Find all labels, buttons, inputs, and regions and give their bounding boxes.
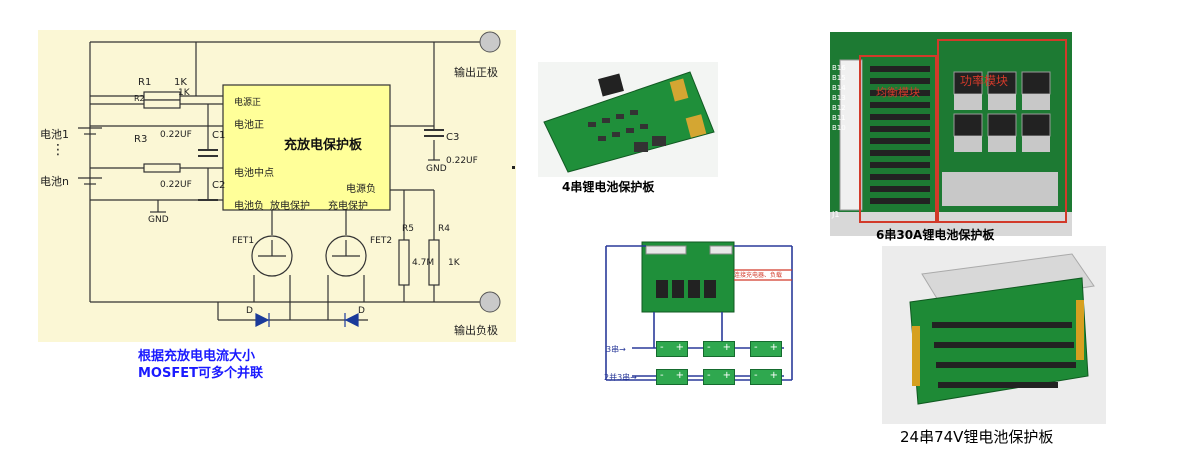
ic-pin-bat-mid: 电池中点 [234, 168, 274, 179]
ic-pin-bat-neg: 电池负 [234, 201, 264, 212]
cell-row1-3: - + [750, 341, 782, 357]
r2-label: R2 [134, 94, 145, 103]
mosfet-note: 根据充放电电流大小 MOSFET可多个并联 [138, 348, 263, 382]
pin-b11: B11 [832, 114, 846, 122]
pin-b14: B14 [832, 84, 846, 92]
wiring-3s-label: 3串→ [606, 345, 626, 354]
wiring-load-note: 连接充电器、负载 [734, 272, 783, 279]
protection-ic-box [222, 84, 391, 211]
ic-title: 充放电保护板 [284, 138, 363, 153]
battery-ellipsis: ⋮ [51, 142, 65, 158]
cell-plus: + [675, 342, 684, 353]
c3-value: 0.22UF [446, 156, 478, 166]
c2-value: 0.22UF [160, 180, 192, 190]
board-24s-photo [882, 246, 1106, 424]
schematic-wiring [78, 31, 501, 327]
cell-minus: - [707, 342, 711, 353]
output-positive-label: 输出正极 [454, 66, 498, 79]
wiring-2p3s-label: 2并3串→ [604, 373, 637, 382]
balance-module-label: 均衡模块 [876, 86, 920, 99]
cell-plus: + [769, 370, 778, 381]
diode-1-label: D [246, 306, 253, 316]
mosfet-note-line1: 根据充放电电流大小 [138, 349, 256, 364]
pin-b10: B10 [832, 124, 846, 132]
power-module-label: 功率模块 [960, 74, 1009, 88]
pin-b15: B15 [832, 74, 846, 82]
separator-dot [512, 166, 515, 169]
cell-minus: - [754, 342, 758, 353]
fet2-label: FET2 [370, 236, 393, 246]
cell-minus: - [660, 342, 664, 353]
battery-1-label: 电池1 [40, 128, 69, 141]
cell-plus: + [722, 370, 731, 381]
cell-plus: + [722, 342, 731, 353]
c1-label: C1 [212, 130, 226, 141]
ic-pin-vcc: 电源正 [234, 98, 262, 108]
gnd-left-label: GND [148, 215, 169, 225]
r1-value: 1K [174, 77, 187, 88]
cell-row2-1: - + [656, 369, 688, 385]
cell-plus: + [769, 342, 778, 353]
cell-row2-3: - + [750, 369, 782, 385]
pin-b16: B16 [832, 64, 846, 72]
cell-minus: - [707, 370, 711, 381]
c1-value: 0.22UF [160, 130, 192, 140]
r5-label: R5 [402, 224, 414, 234]
board-4s-caption: 4串锂电池保护板 [562, 180, 655, 194]
mosfet-note-line2: MOSFET可多个并联 [138, 366, 263, 381]
battery-n-label: 电池n [40, 175, 69, 188]
cell-row2-2: - + [703, 369, 735, 385]
r3-label: R3 [134, 134, 148, 145]
gnd-right-label: GND [426, 164, 447, 174]
r5-value: 4.7M [412, 258, 435, 268]
cell-minus: - [754, 370, 758, 381]
board-6s-photo: 均衡模块 功率模块 B16 B15 B14 B13 B12 B11 B10 J1 [830, 32, 1072, 236]
ic-pin-charge: 充电保护 [328, 201, 368, 212]
output-negative-label: 输出负极 [454, 324, 498, 337]
fet1-label: FET1 [232, 236, 255, 246]
r2-value: 1K [178, 88, 190, 98]
c3-label: C3 [446, 132, 460, 143]
r1-label: R1 [138, 77, 152, 88]
wiring-diagram: 3串→ 2并3串→ 连接充电器、负载 - + - + - + - + - + -… [602, 240, 796, 396]
corner-j1: J1 [832, 210, 840, 219]
board-24s-caption: 24串74V锂电池保护板 [900, 428, 1054, 446]
board-4s-photo [538, 62, 718, 177]
pin-b12: B12 [832, 104, 846, 112]
ic-pin-discharge: 放电保护 [270, 201, 310, 212]
r4-label: R4 [438, 224, 450, 234]
c2-label: C2 [212, 180, 226, 191]
cell-plus: + [675, 370, 684, 381]
ic-pin-power-neg: 电源负 [346, 184, 376, 195]
cell-row1-2: - + [703, 341, 735, 357]
protection-board-schematic: 输出正极 输出负极 电池1 ⋮ 电池n R1 1K R2 1K R3 C1 0.… [38, 30, 516, 342]
cell-row1-1: - + [656, 341, 688, 357]
cell-minus: - [660, 370, 664, 381]
diode-2-label: D [358, 306, 365, 316]
ic-pin-bat-pos: 电池正 [234, 120, 264, 131]
board-6s-caption: 6串30A锂电池保护板 [876, 228, 995, 242]
r4-value: 1K [448, 258, 460, 268]
pin-b13: B13 [832, 94, 846, 102]
